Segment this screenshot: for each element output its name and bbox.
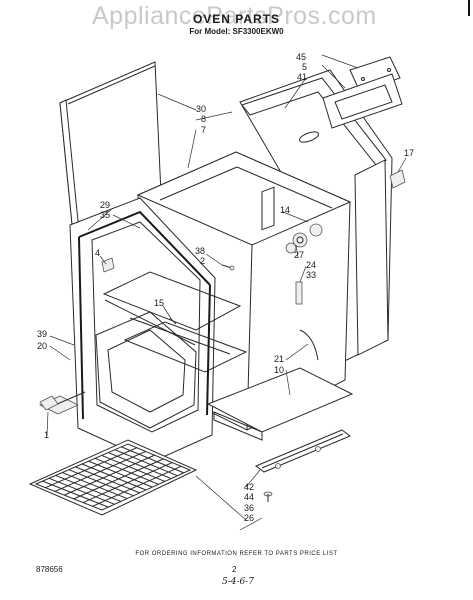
rack-supports [102,271,248,373]
callout-21: 21 [274,354,284,364]
rack-wire [114,449,178,477]
leader-lines [46,54,407,531]
callout-44: 44 [244,492,254,502]
callout-15: 15 [154,298,164,308]
bottom-rail [255,429,351,473]
rack-crosswire [64,454,155,496]
igniter-assembly [285,223,323,254]
callout-29: 29 [100,200,110,210]
watermark: AppliancePartsPros.com [92,2,377,30]
page-title: OVEN PARTS [192,12,281,26]
callout-1: 1 [44,430,49,440]
page-number: 2 [232,565,237,574]
callout-38: 38 [195,246,205,256]
callout-17: 17 [404,148,414,158]
callout-45: 45 [296,52,306,62]
callout-4: 4 [95,248,100,258]
retainer-clip [101,257,115,273]
rack-crosswire [54,450,146,492]
rack-wire [108,452,172,480]
callout-20: 20 [37,341,47,351]
right-side-panel [354,159,389,356]
rack-wire [121,446,184,474]
rack-wire [81,463,147,491]
callout-10: 10 [274,365,284,375]
ordering-note: FOR ORDERING INFORMATION REFER TO PARTS … [135,551,338,557]
callout-35: 35 [100,210,110,220]
callout-labels: 45 5 41 30 8 7 17 29 35 14 27 24 33 4 38… [37,52,414,523]
rack-crosswire [82,462,173,504]
callout-14: 14 [280,205,290,215]
callout-33: 33 [306,270,316,280]
edge-mark [468,0,470,16]
callout-24: 24 [306,260,316,270]
callout-36: 36 [244,503,254,513]
rack-wire [75,466,140,494]
oven-rack [28,439,198,516]
document-number: 878656 [36,565,63,574]
model-subtitle: For Model: SF3300EKW0 [189,27,284,36]
rack-wire [101,454,166,482]
clip-part [389,169,406,189]
rack-wire [62,472,128,500]
vent-plate-upper [349,56,401,93]
broiler-pan-tray [206,367,354,441]
callout-30: 30 [196,104,206,114]
callout-5: 5 [302,62,307,72]
rack-wire [55,474,122,502]
rack-wire [48,477,115,505]
callout-41: 41 [297,72,307,82]
rack-crosswire [92,465,182,507]
rack-wire [42,480,109,508]
callout-27: 27 [294,250,304,260]
screw-part [263,491,273,502]
vent-plate-lower [322,73,403,129]
hinge-1 [39,395,59,411]
rack-crosswire [45,447,138,489]
rack-crosswire [73,458,164,500]
rack-wire [94,457,159,485]
callout-42: 42 [244,482,254,492]
callout-7: 7 [201,125,206,135]
bracket-38 [221,264,235,271]
rack-wire [68,469,134,497]
callout-2: 2 [200,256,205,266]
callout-26: 26 [244,513,254,523]
handwritten-note: 5-4-6-7 [222,577,255,587]
callout-39: 39 [37,329,47,339]
rack-wire [88,460,153,488]
callout-8: 8 [201,114,206,124]
